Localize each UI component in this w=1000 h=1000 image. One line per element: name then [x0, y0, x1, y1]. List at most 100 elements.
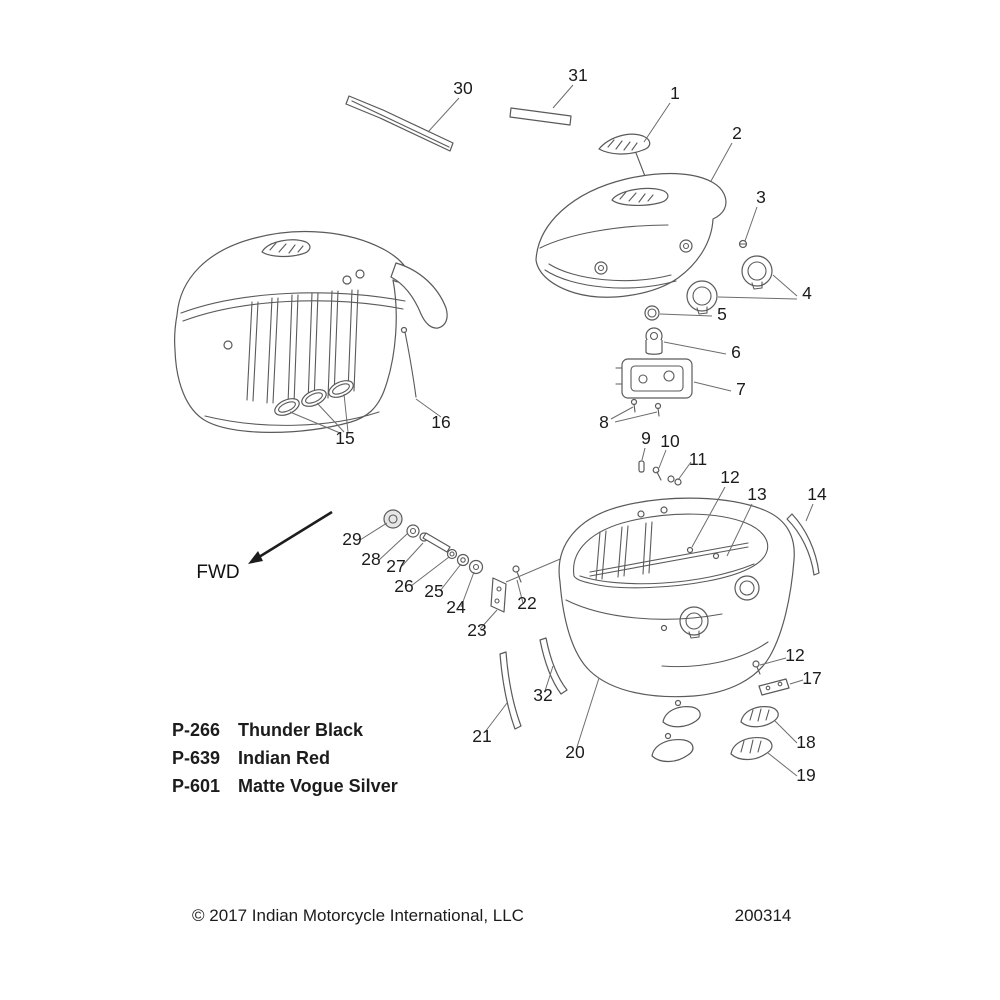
callout-18: 18 — [796, 732, 815, 752]
part-2-saddlebag-lid — [535, 173, 727, 298]
copyright-text: © 2017 Indian Motorcycle International, … — [192, 906, 524, 925]
callout-19: 19 — [796, 765, 815, 785]
callout-17: 17 — [802, 668, 821, 688]
leader-lines — [289, 84, 814, 777]
part-18-latch — [740, 706, 779, 728]
callout-12: 12 — [720, 467, 739, 487]
leader-30 — [427, 97, 460, 133]
callout-21: 21 — [472, 726, 491, 746]
part-22-screw — [512, 565, 522, 583]
part-21-trim-strip — [499, 651, 522, 730]
callout-27: 27 — [386, 556, 405, 576]
leader-12 — [691, 486, 726, 548]
color-name-1: Thunder Black — [238, 720, 364, 740]
callout-28: 28 — [361, 549, 380, 569]
callout-25: 25 — [424, 581, 443, 601]
part-27-pin — [419, 532, 451, 553]
part-7-latch-mechanism — [615, 358, 693, 399]
callout-labels: 30 31 1 2 3 4 5 6 7 8 9 10 11 12 13 14 1… — [335, 65, 827, 785]
callout-3: 3 — [756, 187, 766, 207]
part-3-screw — [738, 239, 748, 249]
callout-16: 16 — [431, 412, 450, 432]
callout-8: 8 — [599, 412, 609, 432]
callout-10: 10 — [660, 431, 680, 451]
part-13-support-rail — [589, 542, 749, 577]
drawing-number: 200314 — [735, 906, 792, 925]
callout-6: 6 — [731, 342, 741, 362]
leader-15a — [289, 411, 341, 434]
leader-18 — [774, 720, 798, 744]
leader-17 — [789, 679, 804, 685]
leader-13 — [726, 503, 753, 557]
callout-31: 31 — [568, 65, 587, 85]
leader-16 — [415, 398, 442, 418]
part-23-bracket — [490, 577, 507, 613]
leader-31 — [552, 84, 574, 109]
callout-9: 9 — [641, 428, 651, 448]
part-26-washer — [446, 548, 458, 560]
leader-20 — [576, 677, 600, 748]
fwd-arrow — [248, 510, 333, 564]
callout-30: 30 — [453, 78, 473, 98]
part-15-grommets — [274, 380, 354, 416]
part-10-screw — [652, 466, 662, 481]
callout-1: 1 — [670, 83, 680, 103]
color-options-legend: P-266 Thunder Black P-639 Indian Red P-6… — [172, 720, 398, 796]
leader-28 — [378, 533, 408, 561]
part-8-screws — [630, 398, 662, 417]
bag-latch-knobs — [660, 575, 760, 639]
color-name-2: Indian Red — [238, 748, 330, 768]
part-30-trim-strip — [345, 95, 454, 152]
color-code-3: P-601 — [172, 776, 220, 796]
leader-11 — [677, 461, 692, 481]
callout-2: 2 — [732, 123, 742, 143]
part-14-trim-strip — [786, 513, 820, 576]
callout-4: 4 — [802, 283, 812, 303]
leader-19 — [767, 752, 798, 777]
callout-20: 20 — [565, 742, 585, 762]
leader-1 — [643, 102, 671, 143]
leader-25 — [439, 563, 462, 592]
callout-24: 24 — [446, 597, 466, 617]
callout-11: 11 — [689, 449, 707, 469]
fwd-label: FWD — [196, 562, 239, 583]
saddlebag-left-assembly — [174, 230, 448, 433]
leader-4a — [772, 274, 798, 297]
callout-13: 13 — [747, 484, 766, 504]
leader-10 — [658, 449, 667, 469]
part-4-latch-knobs — [686, 255, 773, 315]
leader-6 — [663, 341, 727, 355]
part-6-lock-cylinder — [645, 327, 663, 355]
part-25-washer — [456, 553, 470, 567]
part-9-pin — [638, 460, 645, 473]
callout-15: 15 — [335, 428, 354, 448]
leader-32 — [544, 665, 554, 692]
callout-5: 5 — [717, 304, 727, 324]
leader-23 — [479, 609, 498, 630]
callout-32: 32 — [533, 685, 552, 705]
leader-8a — [610, 406, 634, 420]
callout-29: 29 — [342, 529, 361, 549]
leader-15b — [316, 402, 345, 433]
latch-duplicates — [651, 699, 701, 763]
callout-7: 7 — [736, 379, 746, 399]
part-24-washer — [468, 559, 484, 575]
mount-arm — [390, 262, 448, 329]
leader-15c — [343, 393, 349, 433]
part-29-bumper — [383, 509, 403, 529]
leader-27 — [401, 542, 424, 567]
leader-8b — [614, 411, 658, 423]
part-20-saddlebag-body — [558, 497, 795, 698]
leader-22 — [516, 579, 524, 604]
color-code-1: P-266 — [172, 720, 220, 740]
part-12-screws — [686, 546, 720, 560]
leader-14 — [805, 503, 814, 522]
part-32-trim-strip — [539, 637, 568, 695]
leader-29 — [359, 522, 388, 541]
leader-21 — [484, 702, 508, 733]
leader-7 — [693, 381, 732, 392]
leader-9 — [641, 447, 646, 461]
callout-12b: 12 — [785, 645, 804, 665]
